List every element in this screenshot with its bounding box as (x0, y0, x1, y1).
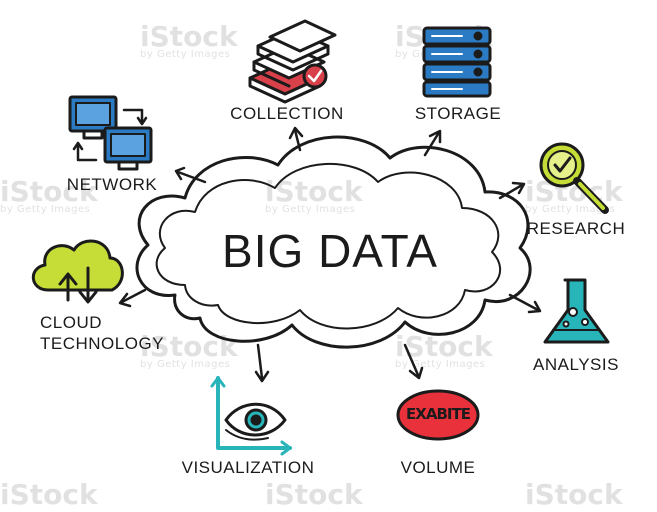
arrows (118, 126, 542, 383)
network-icon (68, 95, 153, 171)
visualization-icon (210, 376, 292, 456)
watermark: iStock (265, 478, 363, 511)
label-network: NETWORK (66, 175, 158, 194)
label-research: RESEARCH (526, 219, 626, 238)
watermark: iStock (525, 478, 623, 511)
collection-icon (248, 19, 337, 104)
cloud-shape-inner (155, 163, 502, 330)
research-icon (539, 142, 609, 214)
watermark: iStock (0, 478, 98, 511)
label-visualization: VISUALIZATION (181, 458, 315, 477)
label-cloud: CLOUD (40, 313, 103, 332)
volume-badge-text: EXABITE (406, 405, 471, 423)
label-analysis: ANALYSIS (533, 355, 619, 374)
label-collection: COLLECTION (230, 104, 344, 123)
label-technology: TECHNOLOGY (40, 334, 165, 353)
label-volume: VOLUME (400, 458, 476, 477)
volume-icon (396, 389, 480, 441)
storage-icon (422, 26, 492, 98)
cloud-technology-icon (31, 239, 124, 304)
diagram-title: BIG DATA (222, 225, 438, 277)
label-storage: STORAGE (414, 104, 502, 123)
analysis-icon (543, 278, 610, 344)
cloud-shape-outer (135, 135, 532, 349)
